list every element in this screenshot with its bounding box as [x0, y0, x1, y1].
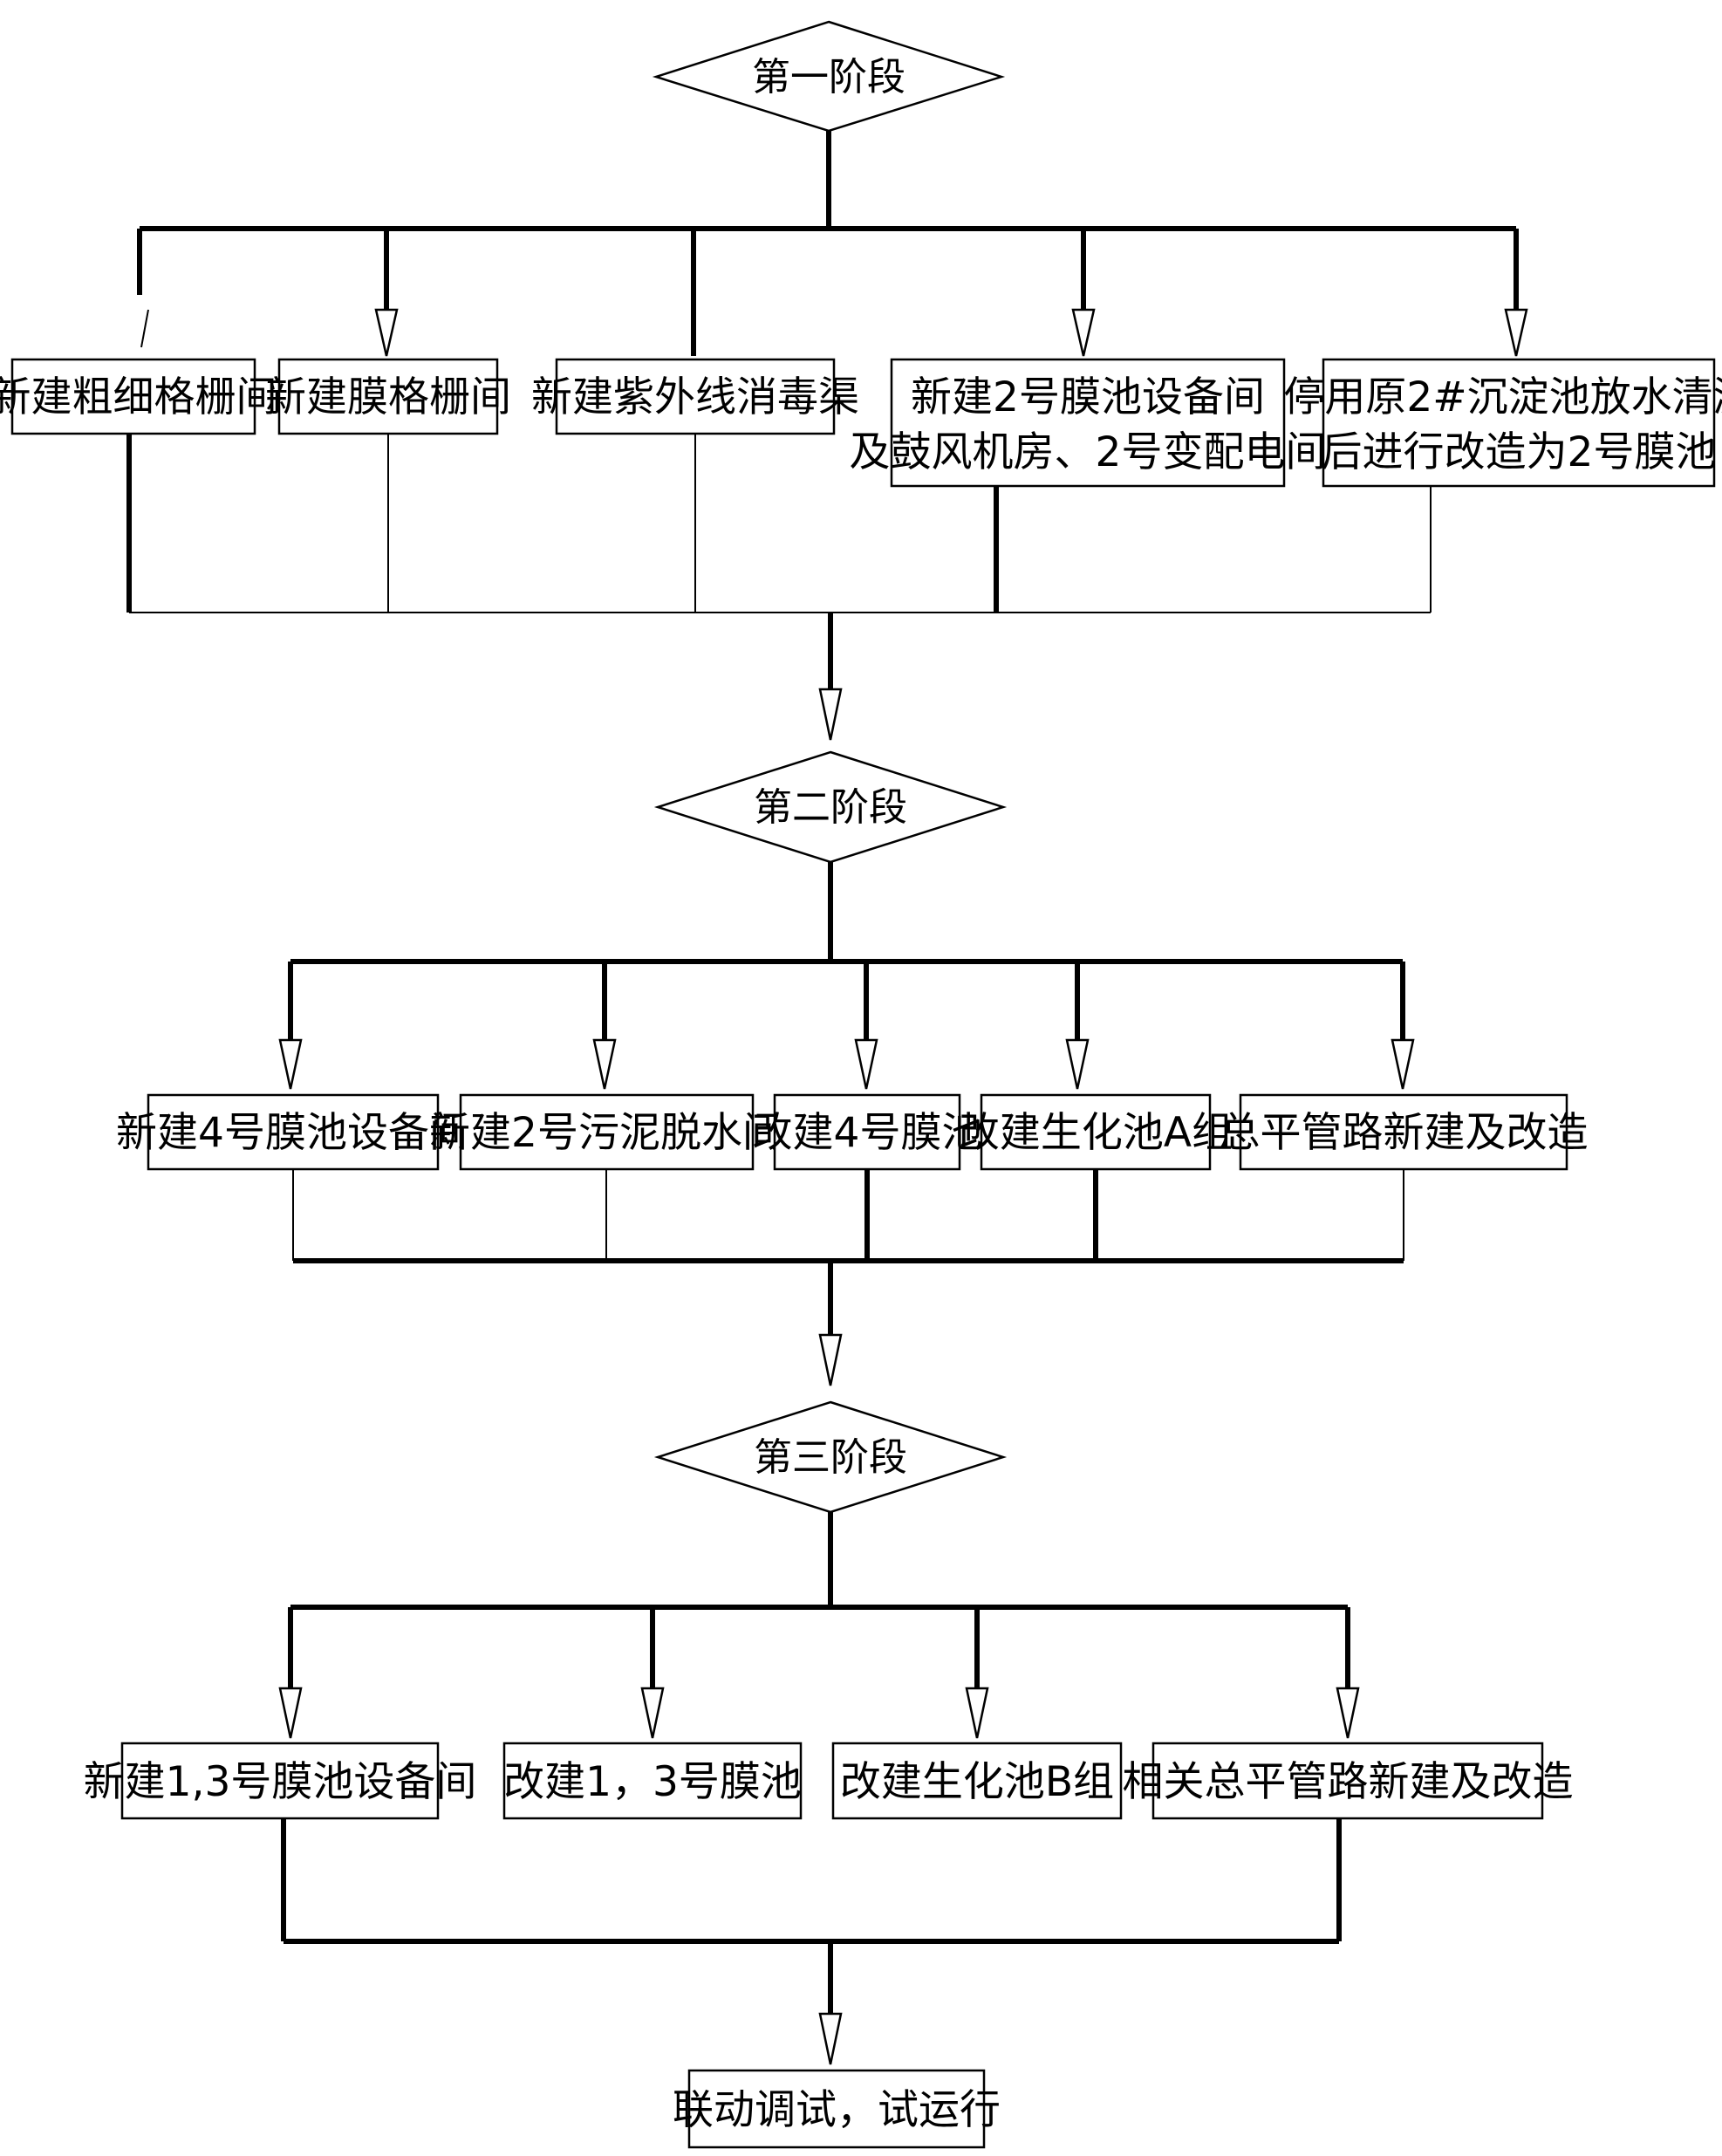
stage-1-task-5-box: [1322, 358, 1716, 488]
stage-3-arrow-2: [640, 1687, 665, 1739]
stage-2-task-3-label: 改建4号膜池: [752, 1109, 983, 1157]
stage-3-task-4-box: [1151, 1742, 1544, 1820]
stage-3-label: 第三阶段: [754, 1435, 907, 1480]
stage-3-task-1-box: [120, 1742, 440, 1820]
stage-3-task-3-label: 改建生化池B组: [840, 1758, 1114, 1806]
stage-1-task-5-line-2: 后进行改造为2号膜池: [1322, 428, 1717, 476]
stage-1-task-4-box: [890, 358, 1286, 488]
stage-2-task-5-label: 总平管路新建及改造: [1220, 1109, 1589, 1157]
stage-2-to-stage-3-arrow: [818, 1333, 843, 1386]
stage-2-task-4-box: [980, 1093, 1212, 1171]
stage-2-arrow-5: [1391, 1038, 1415, 1090]
stage-3-task-1-label: 新建1,3号膜池设备间: [84, 1758, 477, 1806]
stage-1-task-4-line-1: 新建2号膜池设备间: [911, 373, 1265, 421]
stage-1-task-2-label: 新建膜格栅间: [265, 373, 511, 421]
stage-1-to-stage-2-arrow: [818, 688, 843, 741]
stage-1-task-4-line-2: 及鼓风机房、2号变配电间: [850, 428, 1327, 476]
stage-2-task-2-box: [459, 1093, 755, 1171]
stage-1-arrow-5: [1504, 308, 1528, 357]
stage-1-branch-1-tick: [140, 309, 149, 348]
stage-2-arrow-4: [1065, 1038, 1090, 1090]
stage-1-arrow-4: [1071, 308, 1096, 357]
stage-3-arrow-1: [278, 1687, 303, 1739]
final-step-box: [687, 2069, 986, 2149]
stage-2-arrow-1: [278, 1038, 303, 1090]
stage-2-task-1-box: [147, 1093, 440, 1171]
stage-3-task-3-box: [831, 1742, 1123, 1820]
stage-3-to-final-arrow: [818, 2012, 843, 2065]
stage-2-task-1-label: 新建4号膜池设备间: [116, 1109, 470, 1157]
stage-3-task-2-box: [502, 1742, 803, 1820]
stage-1-task-1-label: 新建粗细格栅间: [0, 373, 277, 421]
stage-1-task-5-line-1: 停用原2#沉淀池放水清淤: [1283, 373, 1722, 421]
stage-1-arrow-2: [374, 308, 399, 357]
stage-3-arrow-4: [1336, 1687, 1360, 1739]
stage-1-task-1-box: [10, 358, 256, 435]
stage-1-task-3-label: 新建紫外线消毒渠: [531, 373, 859, 421]
stage-2-task-4-label: 改建生化池A组: [959, 1109, 1233, 1157]
stage-3-task-4-label: 相关总平管路新建及改造: [1123, 1758, 1574, 1806]
stage-2-arrow-2: [592, 1038, 617, 1090]
final-step-label: 联动调试，试运行: [673, 2086, 1001, 2134]
stage-2-label: 第二阶段: [754, 785, 907, 830]
stage-1-label: 第一阶段: [752, 55, 905, 99]
stage-3-arrow-3: [965, 1687, 989, 1739]
stage-2-task-2-label: 新建2号污泥脱水间: [429, 1109, 783, 1157]
stage-2-arrow-3: [854, 1038, 878, 1090]
stage-2-task-5-box: [1239, 1093, 1568, 1171]
stage-3-task-2-label: 改建1，3号膜池: [503, 1758, 802, 1806]
